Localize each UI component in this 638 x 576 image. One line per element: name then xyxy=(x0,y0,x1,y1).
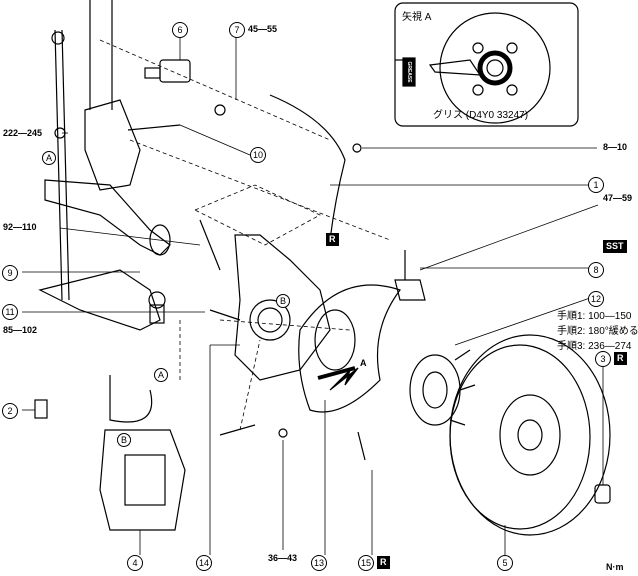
torque-85-102: 85—102 xyxy=(3,325,38,335)
grease-can-label: GREASE xyxy=(406,61,412,83)
drive-shaft xyxy=(44,179,171,256)
marker-b: B xyxy=(276,294,290,308)
callout-13: 13 xyxy=(311,555,327,571)
torque-8-10: 8—10 xyxy=(603,142,628,152)
sst-badge: SST xyxy=(603,240,627,253)
callout-1: 1 xyxy=(588,177,604,193)
step-2: 手順2: 180°緩める xyxy=(557,326,638,337)
callout-4: 4 xyxy=(127,555,143,571)
step-1: 手順1: 100—150 xyxy=(557,311,632,322)
steering-knuckle xyxy=(234,234,331,381)
callout-5: 5 xyxy=(497,555,513,571)
torque-unit: N·m xyxy=(606,562,624,572)
torque-36-43: 36—43 xyxy=(268,553,298,563)
inset-bearing xyxy=(477,50,513,86)
marker-b-hose: B xyxy=(117,433,131,447)
marker-a: A xyxy=(42,151,56,165)
callout-3: 3 xyxy=(595,351,611,367)
inset-rotor xyxy=(439,12,551,124)
grease-can-icon xyxy=(402,57,416,87)
callout-10: 10 xyxy=(250,147,266,163)
marker-a-hose: A xyxy=(154,368,168,382)
torque-92-110: 92—110 xyxy=(3,222,37,232)
torque-7: 45—55 xyxy=(248,24,278,34)
callout-7: 7 xyxy=(229,22,245,38)
inset-title: 矢視 A xyxy=(402,12,432,23)
strut-bracket xyxy=(84,99,141,191)
hub-nut xyxy=(594,484,611,504)
callout-8: 8 xyxy=(588,262,604,278)
callout-2: 2 xyxy=(2,403,18,419)
callout-6: 6 xyxy=(172,22,188,38)
inset-frame xyxy=(394,2,579,127)
dust-shield xyxy=(298,284,401,413)
brake-disc xyxy=(449,334,611,536)
grease-label: グリス (D4Y0 33247) xyxy=(433,110,529,121)
replace-badge-3: R xyxy=(614,352,627,365)
step-3: 手順3: 236—274 xyxy=(557,341,632,352)
callout-9: 9 xyxy=(2,265,18,281)
callout-14: 14 xyxy=(196,555,212,571)
brake-caliper xyxy=(99,429,186,531)
callout-11: 11 xyxy=(2,304,18,320)
callout-12: 12 xyxy=(588,291,604,307)
torque-47-59: 47—59 xyxy=(603,193,633,203)
view-arrow-a: A xyxy=(360,358,367,368)
torque-strut-bolt: 222—245 xyxy=(3,128,43,138)
callout-15: 15 xyxy=(358,555,374,571)
lower-arm xyxy=(38,269,161,331)
replace-badge: R xyxy=(326,233,339,246)
replace-badge-15: R xyxy=(377,556,390,569)
